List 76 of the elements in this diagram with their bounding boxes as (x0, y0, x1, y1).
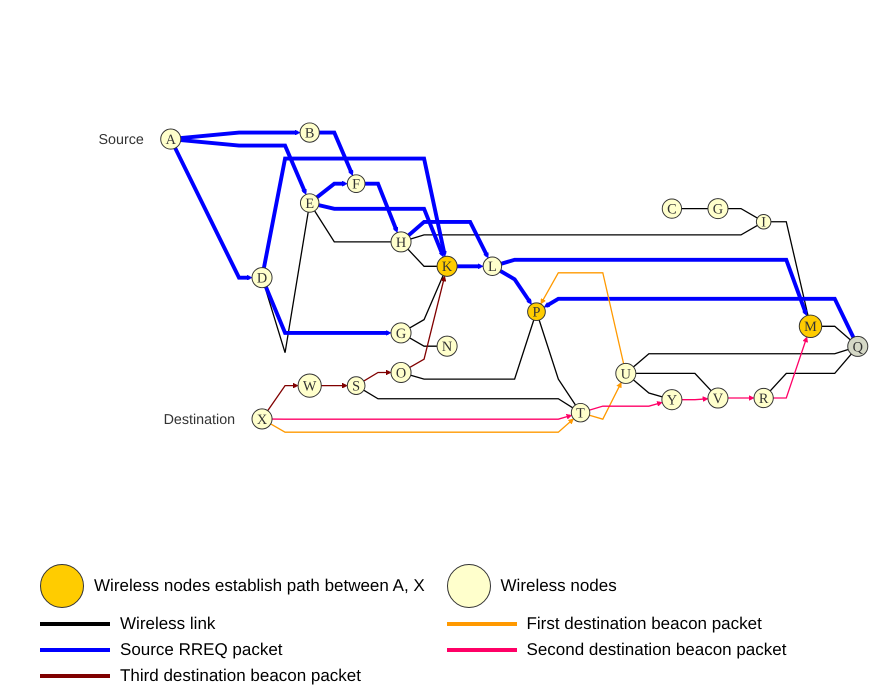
arrow (363, 370, 392, 382)
node-circle: D (252, 267, 273, 288)
arrow (407, 220, 489, 258)
node-circle: X (252, 408, 273, 430)
arrow (173, 147, 252, 280)
node-circle: Q (847, 336, 868, 357)
node-circle: V (707, 387, 728, 409)
arrow (773, 336, 808, 399)
arrow (318, 203, 444, 258)
node-circle: H (390, 231, 412, 252)
connector (682, 208, 708, 210)
arrow (262, 156, 447, 268)
node-label: Destination (164, 410, 236, 428)
node-circle: W (298, 374, 322, 398)
legend-label: First destination beacon packet (526, 614, 762, 634)
connector (822, 326, 851, 340)
connector (409, 337, 438, 347)
node-circle: R (754, 388, 774, 408)
arrow (272, 414, 572, 420)
node-label: Source (98, 130, 144, 148)
arrow (316, 180, 348, 199)
node-circle: I (756, 214, 772, 230)
arrow (321, 382, 348, 388)
arrow (270, 418, 574, 433)
node-circle: N (436, 336, 458, 357)
node-circle: K (436, 256, 458, 277)
connector (410, 224, 758, 240)
legend-label: Source RREQ packet (120, 640, 283, 660)
connector (636, 372, 712, 392)
connector (633, 379, 662, 398)
connector (410, 320, 534, 380)
arrow (589, 382, 622, 420)
arrow (499, 269, 532, 305)
node-circle: B (300, 122, 320, 143)
node-circle: A (160, 128, 182, 150)
node-circle: F (346, 174, 366, 193)
legend-label: Wireless link (120, 614, 216, 634)
connector (314, 210, 391, 243)
node-circle: S (346, 376, 366, 395)
connector (407, 248, 438, 267)
connector (728, 208, 758, 219)
node-circle: G (390, 322, 412, 344)
arrow (728, 395, 754, 401)
node-circle: T (570, 402, 590, 422)
arrow (589, 401, 662, 411)
node-circle: O (390, 362, 412, 383)
node-circle: Y (661, 389, 682, 410)
arrow (500, 258, 808, 316)
arrow (540, 272, 624, 364)
node-circle: U (615, 362, 636, 384)
legend-label: Third destination beacon packet (120, 666, 361, 686)
node-circle: M (798, 314, 822, 338)
connector (770, 221, 809, 316)
arrow (319, 130, 354, 176)
connector (538, 320, 576, 406)
node-circle: G (707, 198, 728, 220)
arrow (457, 263, 484, 270)
node-circle: C (662, 198, 682, 219)
legend-label: Wireless nodes establish path between A, X (94, 576, 425, 596)
connector (264, 212, 309, 354)
connector (633, 348, 848, 368)
legend-label: Second destination beacon packet (526, 640, 786, 660)
arrow (365, 182, 398, 233)
arrow (180, 138, 307, 195)
connector (409, 275, 444, 328)
node-circle: L (482, 256, 502, 276)
arrow (264, 286, 392, 336)
node-circle: P (527, 302, 546, 322)
arrow (682, 396, 708, 402)
connector (770, 354, 852, 392)
legend-label: Wireless nodes (500, 576, 617, 596)
arrow (267, 382, 298, 412)
arrow (180, 130, 300, 140)
node-circle: E (300, 193, 320, 213)
connector (363, 390, 574, 408)
arrow (409, 276, 446, 368)
